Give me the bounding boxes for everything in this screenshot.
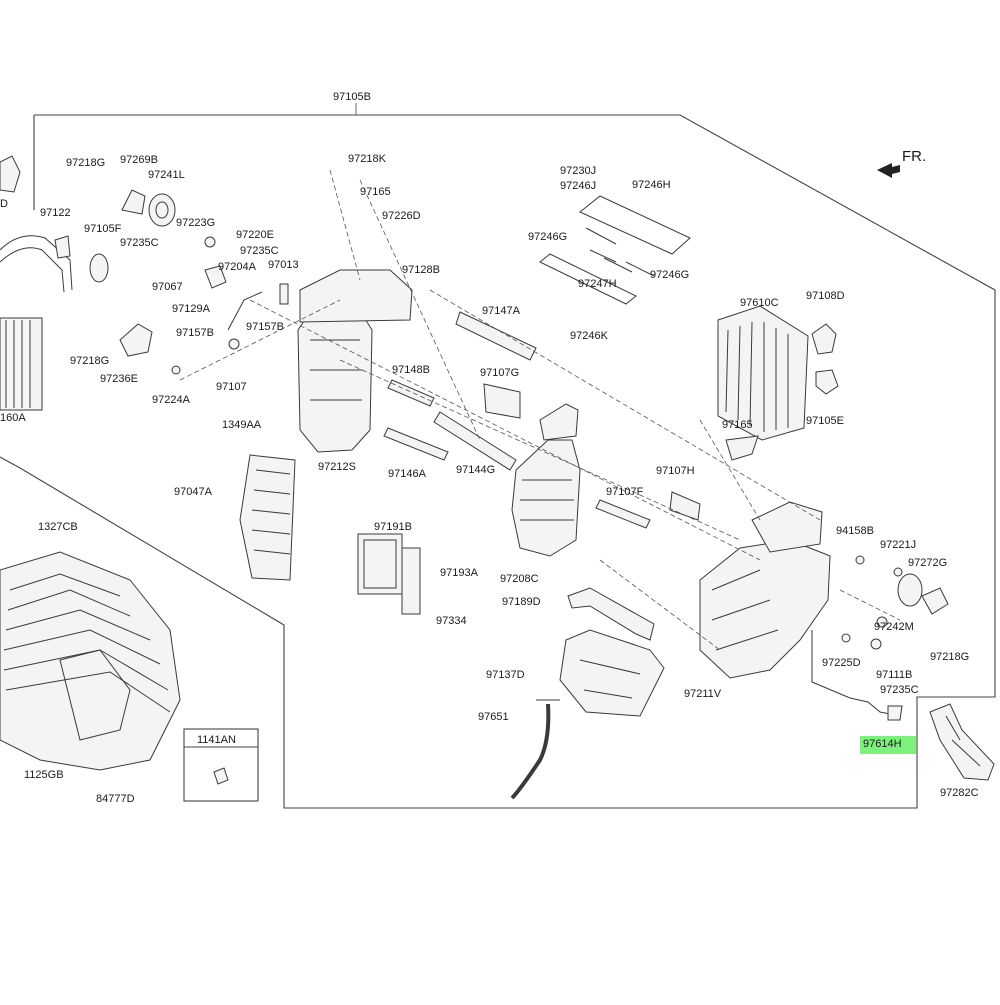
part-label-97191b: 97191B bbox=[374, 521, 412, 533]
housing-left bbox=[297, 269, 413, 453]
part-label-97147a: 97147A bbox=[482, 305, 521, 317]
part-label-1125gb: 1125GB bbox=[24, 769, 64, 781]
heater-core bbox=[0, 235, 73, 411]
housing-right bbox=[699, 435, 831, 679]
part-label-97241l: 97241L bbox=[148, 169, 185, 181]
evaporator-97191B bbox=[357, 533, 421, 615]
part-label-97108d: 97108D bbox=[806, 290, 845, 302]
part-label-97165: 97165 bbox=[722, 419, 753, 431]
part-labels: 97218G 97269B 97241L 97122 97105F 97223G 97235… bbox=[0, 153, 979, 805]
part-label-97218k: 97218K bbox=[348, 153, 387, 165]
part-label-97218g: 97218G bbox=[930, 651, 969, 663]
part-label-97189d: 97189D bbox=[502, 596, 541, 608]
part-label-97610c: 97610C bbox=[740, 297, 779, 309]
part-label-97107: 97107 bbox=[216, 381, 247, 393]
front-label: FR. bbox=[902, 148, 926, 165]
part-label-97157b: 97157B bbox=[176, 327, 214, 339]
tray-97137D bbox=[559, 629, 665, 717]
cabin-filter-97610C bbox=[717, 305, 839, 441]
actuator-right bbox=[841, 555, 949, 650]
top-left-bracket bbox=[0, 155, 21, 193]
explosion-guides bbox=[179, 169, 901, 651]
part-label-97235c: 97235C bbox=[240, 245, 279, 257]
part-label-97242m: 97242M bbox=[874, 621, 914, 633]
part-label-97225d: 97225D bbox=[822, 657, 861, 669]
part-label-97230j: 97230J bbox=[560, 165, 596, 177]
part-label-97218g: 97218G bbox=[70, 355, 109, 367]
part-label-97246h: 97246H bbox=[632, 179, 671, 191]
part-label-97236e: 97236E bbox=[100, 373, 138, 385]
part-label-97211v: 97211V bbox=[684, 688, 722, 700]
duct-97047A bbox=[239, 454, 296, 581]
part-label-97246g: 97246G bbox=[528, 231, 567, 243]
part-label-97013: 97013 bbox=[268, 259, 299, 271]
part-label-97193a: 97193A bbox=[440, 567, 479, 579]
part-label-97129a: 97129A bbox=[172, 303, 211, 315]
part-label-97107f: 97107F bbox=[606, 486, 644, 498]
part-label-97226d: 97226D bbox=[382, 210, 421, 222]
seal-kit bbox=[539, 195, 691, 305]
part-label-97208c: 97208C bbox=[500, 573, 539, 585]
part-label-97246g: 97246G bbox=[650, 269, 689, 281]
part-label-97224a: 97224A bbox=[152, 394, 191, 406]
part-label-97105f: 97105F bbox=[84, 223, 122, 235]
part-label-97614h: 97614H bbox=[863, 738, 902, 750]
inset-label: 1141AN bbox=[197, 734, 236, 746]
part-label-97235c: 97235C bbox=[120, 237, 159, 249]
part-label-d: D bbox=[0, 198, 8, 210]
part-label-1327cb: 1327CB bbox=[38, 521, 78, 533]
part-label-97272g: 97272G bbox=[908, 557, 947, 569]
hvac-assembly-lower bbox=[0, 551, 181, 771]
highlight-marker bbox=[860, 736, 916, 754]
front-direction-icon bbox=[877, 163, 900, 178]
part-label-97137d: 97137D bbox=[486, 669, 525, 681]
part-label-94158b: 94158B bbox=[836, 525, 874, 537]
part-label-97148b: 97148B bbox=[392, 364, 430, 376]
part-label-160a: 160A bbox=[0, 412, 26, 424]
part-label-97067: 97067 bbox=[152, 281, 183, 293]
part-label-97218g: 97218G bbox=[66, 157, 105, 169]
part-label-97235c: 97235C bbox=[880, 684, 919, 696]
part-label-97128b: 97128B bbox=[402, 264, 440, 276]
housing-center bbox=[511, 403, 581, 557]
part-label-97651: 97651 bbox=[478, 711, 509, 723]
part-label-97107h: 97107H bbox=[656, 465, 695, 477]
part-label-97246j: 97246J bbox=[560, 180, 596, 192]
filter-strips bbox=[383, 311, 701, 529]
drain-hose-97651 bbox=[510, 699, 560, 800]
inset-box-1141AN bbox=[183, 728, 259, 802]
assembly-frame bbox=[19, 114, 996, 809]
part-label-97204a: 97204A bbox=[218, 261, 257, 273]
part-label-97246k: 97246K bbox=[570, 330, 609, 342]
part-label-97157b: 97157B bbox=[246, 321, 284, 333]
part-label-97223g: 97223G bbox=[176, 217, 215, 229]
part-label-97107g: 97107G bbox=[480, 367, 519, 379]
part-label-97165: 97165 bbox=[360, 186, 391, 198]
part-label-84777d: 84777D bbox=[96, 793, 135, 805]
part-label-97282c: 97282C bbox=[940, 787, 979, 799]
bracket-97189D bbox=[567, 587, 655, 641]
part-label-97212s: 97212S bbox=[318, 461, 356, 473]
sensor-97614H bbox=[811, 630, 903, 721]
part-label-97111b: 97111B bbox=[876, 669, 912, 681]
part-label-97269b: 97269B bbox=[120, 154, 158, 166]
part-label-97247h: 97247H bbox=[578, 278, 617, 290]
part-label-1349aa: 1349AA bbox=[222, 419, 262, 431]
part-label-97146a: 97146A bbox=[388, 468, 427, 480]
part-label-97220e: 97220E bbox=[236, 229, 274, 241]
frame-left-edge-2 bbox=[0, 456, 21, 469]
frame-label: 97105B bbox=[333, 91, 371, 103]
actuator-parts bbox=[54, 189, 289, 375]
part-label-97221j: 97221J bbox=[880, 539, 916, 551]
part-label-97047a: 97047A bbox=[174, 486, 213, 498]
part-label-97105e: 97105E bbox=[806, 415, 844, 427]
part-label-97144g: 97144G bbox=[456, 464, 495, 476]
part-label-97334: 97334 bbox=[436, 615, 467, 627]
part-label-97122: 97122 bbox=[40, 207, 71, 219]
duct-97282C bbox=[929, 703, 995, 781]
